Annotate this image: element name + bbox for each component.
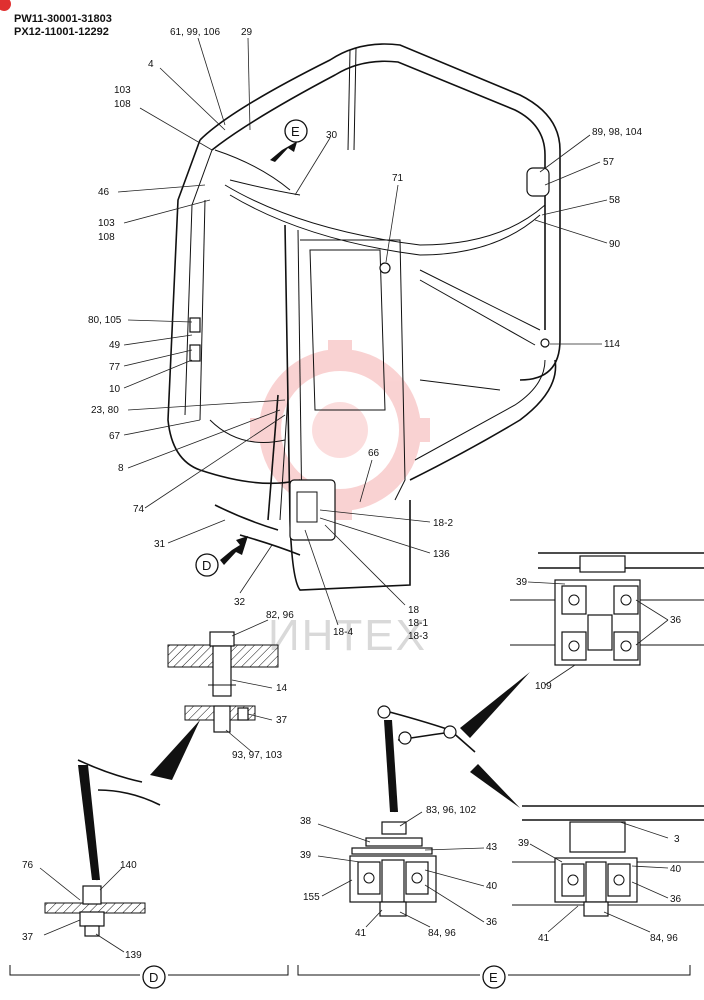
callout-10: 10 — [109, 384, 121, 395]
callout-4: 4 — [148, 59, 154, 70]
detail-bolt-assembly: 82, 96 14 37 93, 97, 103 — [167, 610, 294, 761]
watermark-text: ИНТЕХ — [268, 611, 427, 660]
serial-range-2: PX12-11001-12292 — [14, 26, 109, 38]
callout-82-96: 82, 96 — [266, 610, 294, 621]
detail-E-lower-bearing-center: 83, 96, 102 38 43 39 40 155 36 41 84, 96 — [300, 805, 498, 939]
callout-114: 114 — [604, 339, 620, 350]
callout-36-b: 36 — [486, 917, 498, 928]
callout-77: 77 — [109, 362, 121, 373]
callout-136: 136 — [433, 549, 450, 560]
serial-range-1: PW11-30001-31803 — [14, 13, 112, 25]
view-arrow-E: E — [270, 119, 308, 162]
callout-109: 109 — [535, 681, 552, 692]
callout-76: 76 — [22, 860, 34, 871]
callouts-main: 61, 99, 106 29 4 103 108 30 46 103 108 7… — [88, 27, 642, 642]
callout-18-3: 18-3 — [408, 631, 428, 642]
callout-40-b: 40 — [670, 864, 682, 875]
view-label-E: E — [291, 124, 300, 139]
callout-103-b: 103 — [98, 218, 115, 229]
callout-37-a: 37 — [276, 715, 288, 726]
callout-41-a: 41 — [355, 928, 367, 939]
callout-18: 18 — [408, 605, 420, 616]
detail-E-lower-bearing-right: 3 39 40 36 41 84, 96 — [512, 805, 704, 944]
callout-90: 90 — [609, 239, 621, 250]
view-label-E-bottom: E — [489, 970, 498, 985]
callout-46: 46 — [98, 187, 110, 198]
detail-E-link-arms — [377, 672, 530, 813]
callout-83-96-102: 83, 96, 102 — [426, 805, 476, 816]
detail-D-rods: 76 140 37 139 — [22, 720, 200, 961]
callout-108-b: 108 — [98, 232, 115, 243]
callout-38: 38 — [300, 816, 312, 827]
callout-108-a: 108 — [114, 99, 131, 110]
callout-30: 30 — [326, 130, 338, 141]
callout-80-105: 80, 105 — [88, 315, 122, 326]
view-label-D: D — [202, 558, 211, 573]
callout-39-a: 39 — [516, 577, 528, 588]
callout-36-a: 36 — [670, 615, 682, 626]
view-arrow-D: D — [195, 536, 248, 577]
callout-18-1: 18-1 — [408, 618, 428, 629]
callout-18-2: 18-2 — [433, 518, 453, 529]
callout-66: 66 — [368, 448, 380, 459]
watermark-gear-logo — [250, 340, 430, 520]
callout-41-b: 41 — [538, 933, 550, 944]
callout-84-96-b: 84, 96 — [650, 933, 678, 944]
cab-frame — [167, 43, 561, 591]
callout-71: 71 — [392, 173, 404, 184]
callout-29: 29 — [241, 27, 253, 38]
callout-18-4: 18-4 — [333, 627, 353, 638]
callout-57: 57 — [603, 157, 615, 168]
corner-marker-icon — [0, 0, 11, 11]
leader-lines-main — [117, 37, 608, 626]
callout-89-98-104: 89, 98, 104 — [592, 127, 642, 138]
callout-74: 74 — [133, 504, 145, 515]
callout-93-97-103: 93, 97, 103 — [232, 750, 282, 761]
callout-61-99-106: 61, 99, 106 — [170, 27, 220, 38]
callout-58: 58 — [609, 195, 621, 206]
callout-36-c: 36 — [670, 894, 682, 905]
callout-67: 67 — [109, 431, 121, 442]
callout-103-a: 103 — [114, 85, 131, 96]
callout-32: 32 — [234, 597, 246, 608]
callout-155: 155 — [303, 892, 320, 903]
view-brackets: D E — [9, 965, 691, 989]
callout-84-96-a: 84, 96 — [428, 928, 456, 939]
callout-39-b: 39 — [300, 850, 312, 861]
callout-43: 43 — [486, 842, 498, 853]
callout-39-c: 39 — [518, 838, 530, 849]
callout-37-b: 37 — [22, 932, 34, 943]
callout-8: 8 — [118, 463, 124, 474]
callout-14: 14 — [276, 683, 288, 694]
detail-E-upper-bearing: 39 36 109 — [510, 552, 704, 692]
callout-139: 139 — [125, 950, 142, 961]
callout-3: 3 — [674, 834, 680, 845]
callout-140: 140 — [120, 860, 137, 871]
callout-31: 31 — [154, 539, 166, 550]
view-label-D-bottom: D — [149, 970, 158, 985]
callout-49: 49 — [109, 340, 121, 351]
callout-40-a: 40 — [486, 881, 498, 892]
callout-23-80: 23, 80 — [91, 405, 119, 416]
